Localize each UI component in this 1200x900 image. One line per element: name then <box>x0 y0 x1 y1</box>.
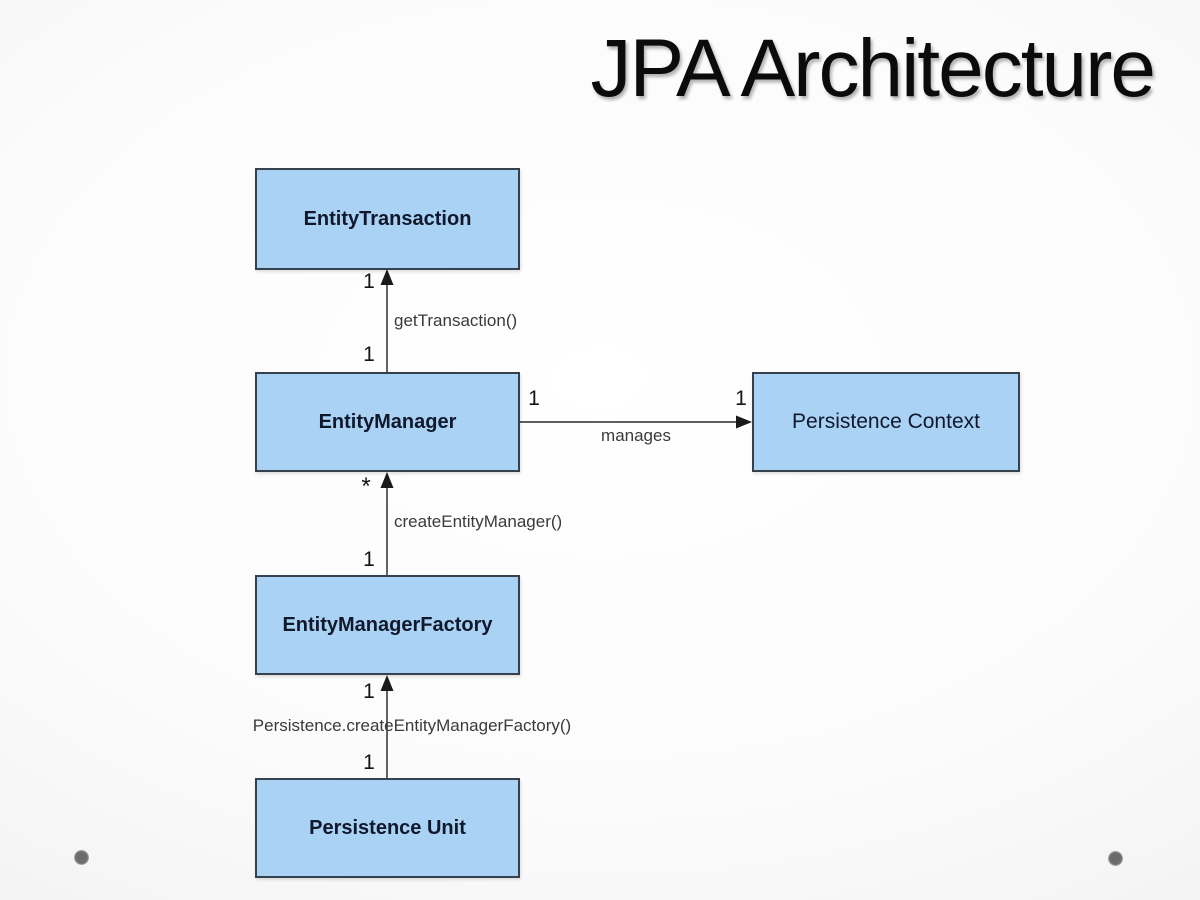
class-box-entity-transaction: EntityTransaction <box>255 168 520 270</box>
multiplicity-entity-manager-bottom: * <box>361 473 371 500</box>
edge-create-entity-manager-factory <box>380 675 394 778</box>
multiplicity-entity-transaction-end: 1 <box>363 270 375 293</box>
multiplicity-entity-manager-right: 1 <box>528 387 540 410</box>
edge-label-manages: manages <box>601 426 671 445</box>
class-box-label: Persistence Context <box>792 410 980 433</box>
multiplicity-entity-manager-factory-top: 1 <box>363 548 375 571</box>
slide-decoration-dot-left <box>74 850 89 865</box>
class-box-label: EntityManagerFactory <box>282 613 493 636</box>
edge-manages <box>520 415 752 429</box>
multiplicity-entity-manager-top: 1 <box>363 343 375 366</box>
edge-label-create-entity-manager: createEntityManager() <box>394 512 563 531</box>
class-box-label: EntityManager <box>318 410 457 433</box>
edge-label-get-transaction: getTransaction() <box>394 311 518 330</box>
class-box-persistence-context: Persistence Context <box>752 372 1020 472</box>
class-box-label: EntityTransaction <box>303 207 472 230</box>
slide-title: JPA Architecture <box>590 23 1156 114</box>
multiplicity-persistence-unit-top: 1 <box>363 751 375 774</box>
class-box-entity-manager: EntityManager <box>255 372 520 472</box>
edge-get-transaction <box>380 269 394 372</box>
class-box-label: Persistence Unit <box>309 816 466 839</box>
edge-label-create-entity-manager-factory: Persistence.createEntityManagerFactory() <box>252 716 572 735</box>
multiplicity-persistence-context-end: 1 <box>735 387 747 410</box>
slide-decoration-dot-right <box>1108 851 1123 866</box>
edge-create-entity-manager <box>380 472 394 575</box>
class-box-entity-manager-factory: EntityManagerFactory <box>255 575 520 675</box>
class-box-persistence-unit: Persistence Unit <box>255 778 520 878</box>
multiplicity-entity-manager-factory-bottom: 1 <box>363 680 375 703</box>
